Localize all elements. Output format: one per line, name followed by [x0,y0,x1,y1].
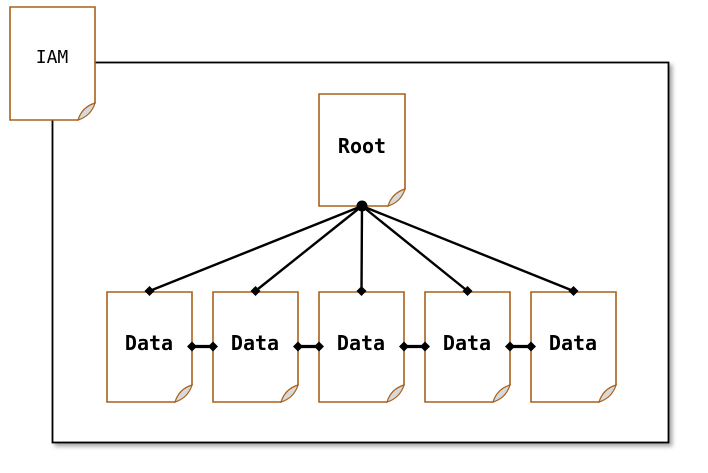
diamond-endpoint [293,341,303,352]
page-curl-icon [280,384,299,403]
page-curl-icon [492,384,511,403]
iam-document: IAM [9,6,96,121]
diamond-endpoint [505,341,515,352]
junction-dot [356,200,368,212]
page-curl-icon [387,188,406,207]
data-document-4: Data [424,291,511,403]
data-label: Data [443,331,491,355]
tree-edge [149,204,363,293]
diamond-endpoint [314,341,324,352]
diamond-endpoint [187,341,197,352]
data-document-3: Data [318,291,405,403]
iam-label: IAM [36,47,69,68]
page-curl-icon [598,384,617,403]
root-document: Root [318,93,406,207]
data-label: Data [231,331,279,355]
page-curl-icon [386,384,405,403]
root-label: Root [338,134,386,158]
diamond-endpoint [526,341,536,352]
data-label: Data [125,331,173,355]
diamond-endpoint [420,341,430,352]
diamond-endpoint [144,286,155,296]
diamond-endpoint [462,286,473,296]
data-document-5: Data [530,291,617,403]
tree-edge [360,205,364,292]
data-document-2: Data [212,291,299,403]
tree-edge [254,205,363,292]
diamond-endpoint [250,286,261,296]
diamond-endpoint [208,341,218,352]
sibling-links [187,341,536,352]
diamond-endpoint [568,286,579,296]
data-label: Data [549,331,597,355]
page-curl-icon [77,102,96,121]
tree-edge [361,205,469,292]
page-curl-icon [174,384,193,403]
data-document-1: Data [106,291,193,403]
tree-edge [361,204,574,293]
data-label: Data [337,331,385,355]
diamond-endpoint [356,286,367,296]
tree-edges [144,200,579,296]
diamond-endpoint [399,341,409,352]
